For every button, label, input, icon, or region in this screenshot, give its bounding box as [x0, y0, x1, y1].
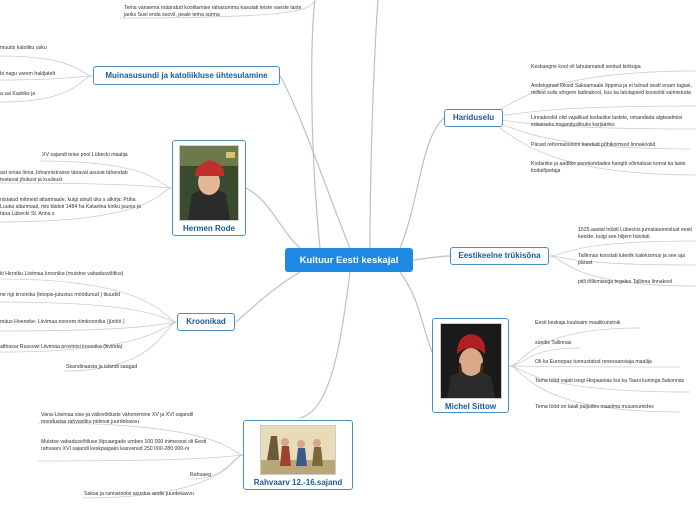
leaf-kroonikad-1: ne rigi kroonika (letopis-jutustus möödu…: [0, 292, 130, 299]
hermen-rode-portrait-image: [179, 145, 239, 221]
leaf-kroonikad-4: Skandinaavia ja islandi saagad: [66, 364, 166, 371]
leaf-rahvaarv-2: Rahuaeg: [190, 472, 230, 479]
leaf-hermen-1: ast omas linna Johannistrasse tänaval as…: [0, 170, 130, 184]
leaf-haridus-2: Linnakoolid olid vajalikud kodanike last…: [531, 115, 691, 129]
leaf-haridus-0: Keskaegne kool oli lahutamatult seotud k…: [531, 64, 691, 71]
leaf-hermen-0: XV sajandi teise pool Lübecki maalija: [42, 152, 170, 159]
leaf-rahvaarv-0: Vana-Liivimaa sise-ja välisvõitluste väh…: [41, 412, 216, 426]
leaf-rahvaarv-3: Saksa ja rannarootsi asustus andis juurd…: [84, 491, 234, 498]
leaf-haridus-3: Pärast reformatsiooni kandsid põhikormus…: [531, 142, 691, 149]
topic-hariduselu[interactable]: Hariduselu: [444, 109, 503, 127]
leaf-hermen-2: nistatud mitmeid altarimaale, kuigi ainu…: [0, 197, 142, 218]
leaf-kroonikad-2: mäus Hoeneke- Liivimaa noorem riimkrooni…: [0, 319, 155, 326]
topic-hermen-rode[interactable]: Hermen Rode: [172, 140, 246, 236]
leaf-muinasusund-2: a sai Kadriks ja: [0, 91, 90, 98]
topic-kroonikad[interactable]: Kroonikad: [177, 313, 235, 331]
topic-michel-sittow[interactable]: Michel Sittow: [432, 318, 509, 413]
leaf-sittow-1: sündis Tallinnas: [535, 340, 685, 347]
leaf-haridus-1: Andekamad lõksid Saksamaale õppima ja ei…: [531, 83, 693, 97]
leaf-trukisona-2: pitli tõlkimisega tegeles Tallinna linna…: [578, 279, 696, 286]
topic-muinasusund[interactable]: Muinasusundi ja katoliikluse ühtesulamin…: [93, 66, 280, 85]
leaf-trukisona-0: 1525.aastal trükiti Lübeckis jumalateeni…: [578, 227, 696, 241]
leaf-sittow-0: Eesti keskaja kuulsaim maalikunstnik: [535, 320, 685, 327]
leaf-muinasusund-0: muutis katoliku usku: [0, 45, 90, 52]
rahvaarv-illustration-image: [260, 425, 336, 475]
leaf-muinasusund-1: bi nagu varem haldjatelt: [0, 71, 90, 78]
topic-kroonikad-label: Kroonikad: [178, 314, 234, 330]
central-node[interactable]: Kultuur Eesti keskajal: [285, 248, 413, 272]
leaf-kroonikad-3: althasar Russowi Liivimaa provintsi kroo…: [0, 344, 160, 351]
michel-sittow-portrait-image: [440, 323, 502, 399]
leaf-haridus-4: Kodanike ja aadlike perekondades hangiti…: [531, 161, 693, 175]
topic-muinasusund-label: Muinasusundi ja katoliikluse ühtesulamin…: [94, 67, 279, 84]
topic-trukisona-label: Eestikeelne trükisõna: [451, 248, 548, 264]
topic-eestikeelne-trukisona[interactable]: Eestikeelne trükisõna: [450, 247, 549, 265]
leaf-kroonikad-0: iti Henriku Liivimaa kroonika (muistne v…: [0, 271, 160, 278]
topic-hariduselu-label: Hariduselu: [445, 110, 502, 126]
topic-hermen-rode-label: Hermen Rode: [173, 224, 245, 233]
leaf-sittow-4: Tema tööd on laiali paljudes maailma muu…: [535, 404, 685, 411]
topic-rahvaarv-label: Rahvaarv 12.-16.sajand: [244, 478, 352, 487]
topic-michel-sittow-label: Michel Sittow: [433, 402, 508, 411]
leaf-sittow-3: Tema tööd vajati isegi Hispaanias kui ka…: [535, 378, 690, 385]
leaf-sittow-2: Oli ka Euroopas tunnustatud renessansiaj…: [535, 359, 685, 366]
fragment-text: Tema vanaema määratud koolitamise rahasu…: [124, 5, 314, 19]
leaf-rahvaarv-1: Muistse vabadusvõitluse lõpuaegade umbes…: [41, 439, 216, 453]
topic-rahvaarv[interactable]: Rahvaarv 12.-16.sajand: [243, 420, 353, 490]
leaf-trukisona-1: Tallinnas koostati luterlik katekismus j…: [578, 253, 696, 267]
